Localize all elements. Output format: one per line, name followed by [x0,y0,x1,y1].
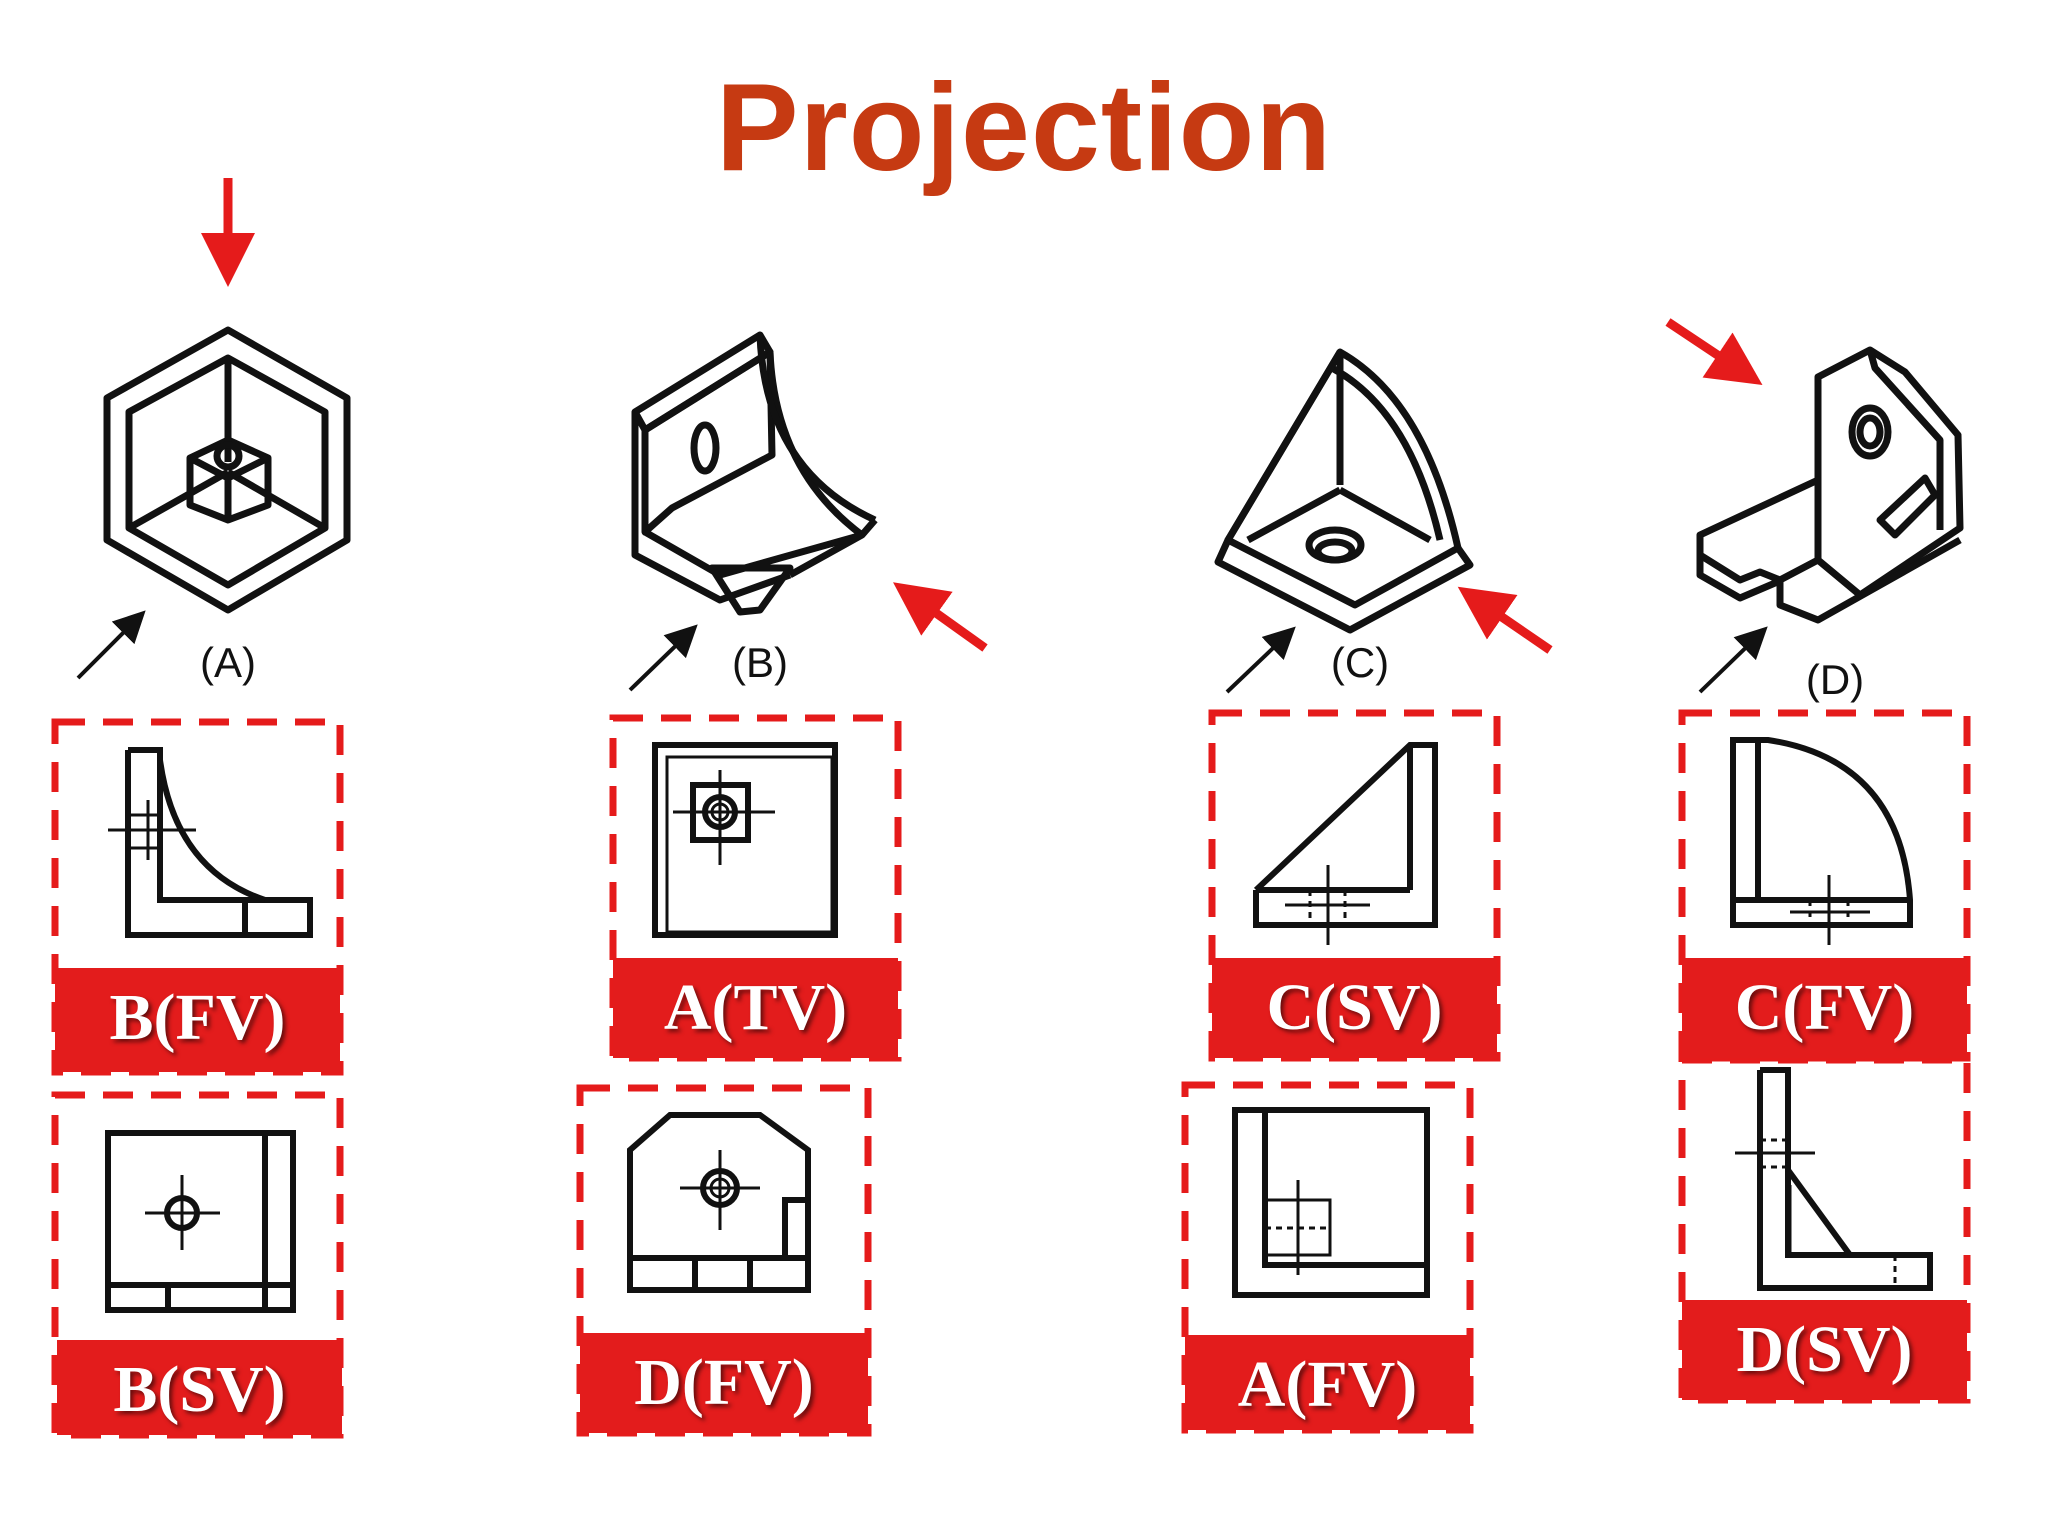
view-b-side [105,1130,296,1313]
view-c-front [1730,737,1913,945]
front-view-arrows [76,610,1768,694]
view-a-front [1232,1107,1430,1298]
view-d-side [1735,1067,1933,1291]
object-d-isometric [1696,346,1964,624]
object-label-b: (B) [732,639,788,686]
view-tag-b-fv: B(FV) [55,968,340,1072]
view-d-front [627,1112,811,1293]
view-a-top [652,742,838,938]
view-tag-c-fv: C(FV) [1682,958,1967,1058]
view-tag-c-sv: C(SV) [1212,958,1497,1058]
view-tag-d-fv: D(FV) [580,1333,868,1433]
page-title: Projection [715,59,1333,197]
view-tag-a-tv: A(TV) [613,958,898,1058]
object-a-isometric [103,326,351,614]
view-tag-a-fv: A(FV) [1185,1335,1470,1430]
object-label-d: (D) [1805,656,1865,703]
viewing-direction-arrows [201,178,1763,654]
object-label-c: (C) [1330,639,1390,686]
object-c-isometric [1214,348,1474,634]
view-frames [51,709,1971,1439]
view-b-front [108,747,313,938]
view-tag-b-sv: B(SV) [57,1340,342,1435]
view-c-side [1253,742,1438,945]
object-b-isometric [631,331,878,616]
object-label-a: (A) [200,639,256,686]
view-tag-d-sv: D(SV) [1682,1300,1967,1400]
